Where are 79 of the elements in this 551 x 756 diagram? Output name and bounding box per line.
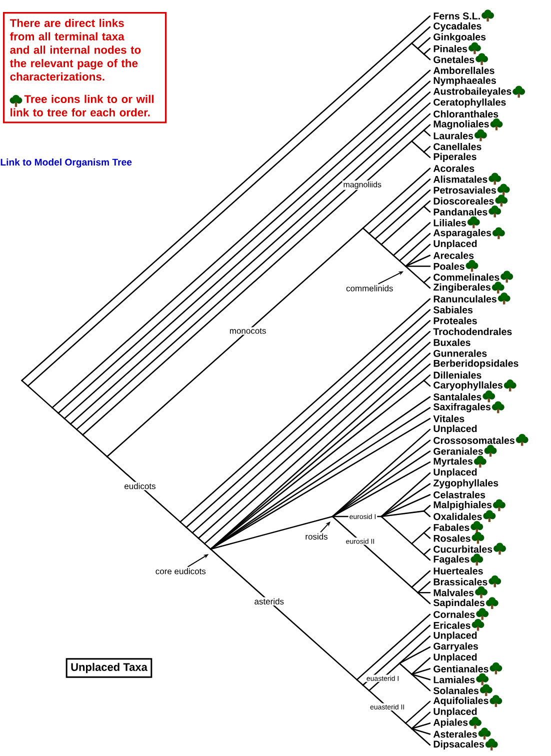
taxon-label: Caryophyllales xyxy=(434,381,502,390)
taxon-label: Dilleniales xyxy=(434,371,482,379)
clade-label: magnoliids xyxy=(342,180,382,190)
taxon-label: Unplaced xyxy=(434,468,477,478)
taxon-label: Unplaced xyxy=(434,708,477,717)
taxon-label: Pandanales xyxy=(434,208,488,216)
taxon-label: Cornales xyxy=(434,610,475,618)
taxon-label: Ferns S.L. xyxy=(434,12,480,20)
taxon-label: Liliales xyxy=(434,219,466,226)
taxon-label: Rosales xyxy=(434,534,470,542)
clade-label: monocots xyxy=(228,327,268,335)
taxon-label: Ceratophyllales xyxy=(434,98,506,108)
clade-label: commelinids xyxy=(346,285,393,292)
taxon-label: Myrtales xyxy=(434,458,473,467)
taxon-label: Fabales xyxy=(434,524,470,531)
taxon-label: Unplaced xyxy=(434,240,477,250)
taxon-label: Fagales xyxy=(434,555,470,565)
taxon-label: Vitales xyxy=(433,414,464,422)
taxon-label: Malpighiales xyxy=(434,501,492,510)
taxon-label: Ranunculales xyxy=(434,295,497,302)
taxon-label: Unplaced xyxy=(434,424,477,434)
taxon-label: Asparagales xyxy=(433,229,492,238)
taxon-label: Zingiberales xyxy=(434,283,491,293)
taxon-label: Aquifoliales xyxy=(433,696,488,706)
taxon-label: Magnoliales xyxy=(434,120,489,130)
link-text: Link to Model Organism Tree xyxy=(0,158,132,168)
taxon-label: Crossosomatales xyxy=(434,436,514,444)
clade-label: asterids xyxy=(253,597,286,606)
taxon-label: Garryales xyxy=(434,642,478,652)
taxon-label: Celastrales xyxy=(434,491,486,498)
taxon-label: Sapindales xyxy=(433,598,485,608)
taxon-label: Austrobaileyales xyxy=(433,88,512,97)
taxon-label: Buxales xyxy=(434,338,470,346)
taxon-label: Dioscoreales xyxy=(434,197,494,205)
taxon-label: Santalales xyxy=(433,393,482,400)
taxon-label: Brassicales xyxy=(434,578,488,586)
clade-label: core eudicots xyxy=(156,568,206,574)
taxon-label: Oxalidales xyxy=(434,512,482,520)
taxon-label: Commelinales xyxy=(434,274,500,281)
taxon-label: Pinales xyxy=(434,45,468,52)
taxon-label: Chloranthales xyxy=(434,110,498,118)
taxon-label: Huerteales xyxy=(434,567,483,574)
taxon-label: Alismatales xyxy=(433,176,488,183)
taxon-label: Unplaced xyxy=(434,653,477,662)
taxon-label: Canellales xyxy=(434,142,482,150)
taxon-label: Berberidopsidales xyxy=(434,360,518,369)
note-box: There are direct links from all terminal taxa and all internal nodes to the relevant page of the characterizations. Tree icons link to or will link to tree for each order. xyxy=(3,12,167,124)
taxon-label: Asterales xyxy=(433,730,477,738)
taxon-label: Acorales xyxy=(433,164,474,172)
taxon-label: Lamiales xyxy=(434,676,475,684)
taxon-label: Gnetales xyxy=(434,56,474,64)
taxon-label: Solanales xyxy=(433,686,479,694)
unplaced-taxa-box: Unplaced Taxa xyxy=(66,658,152,678)
taxon-label: Nymphaeales xyxy=(434,76,496,86)
taxon-label: Laurales xyxy=(434,132,474,140)
taxon-label: Sabiales xyxy=(433,306,473,314)
taxon-label: Ginkgoales xyxy=(434,33,486,42)
taxon-label: Ericales xyxy=(434,622,470,629)
taxon-label: Malvales xyxy=(434,589,474,596)
taxon-label: Gunnerales xyxy=(434,350,487,357)
taxon-label: Cycadales xyxy=(434,22,482,32)
taxon-label: Proteales xyxy=(434,317,477,324)
taxon-label: Cucurbitales xyxy=(434,546,492,553)
taxon-label: Zygophyllales xyxy=(434,479,498,488)
taxon-label: Unplaced xyxy=(434,632,477,641)
taxon-label: Dipsacales xyxy=(434,740,484,750)
leader-arrow xyxy=(320,522,330,533)
clade-label: rosids xyxy=(306,533,328,540)
clade-label: eudicots xyxy=(123,482,157,490)
taxon-label: Geraniales xyxy=(434,448,483,455)
taxon-label: Trochodendrales xyxy=(433,328,512,336)
taxon-label: Arecales xyxy=(433,252,474,259)
taxon-label: Gentianales xyxy=(434,665,488,672)
taxon-label: Saxifragales xyxy=(433,403,491,412)
taxon-label: Amborellales xyxy=(433,66,494,74)
taxon-label: Piperales xyxy=(434,152,476,162)
taxon-label: Apiales xyxy=(433,718,468,728)
taxon-label: Poales xyxy=(434,262,464,270)
taxon-label: Petrosaviales xyxy=(434,186,496,194)
